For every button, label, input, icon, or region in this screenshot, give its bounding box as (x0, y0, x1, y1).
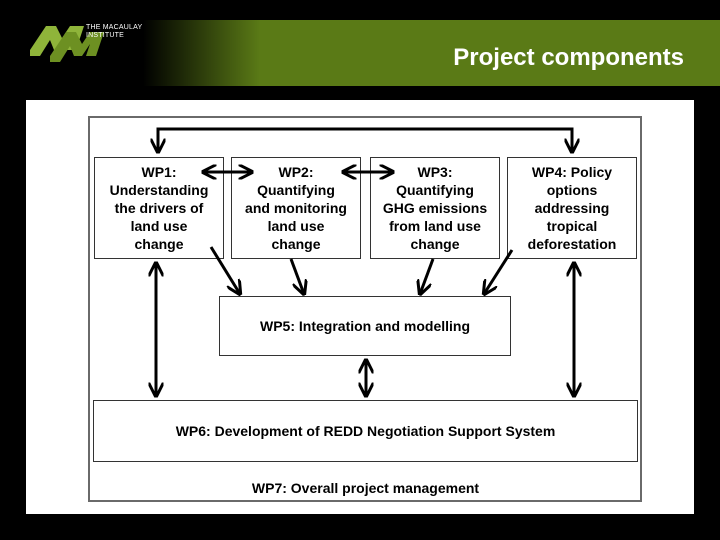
arrow-wp2-wp5 (289, 258, 304, 294)
wp6-box: WP6: Development of REDD Negotiation Sup… (93, 400, 638, 462)
wp5-box: WP5: Integration and modelling (219, 296, 511, 356)
wp1-box: WP1: Understanding the drivers of land u… (94, 157, 224, 259)
wp5-label: WP5: Integration and modelling (260, 318, 470, 334)
logo-line2: INSTITUTE (86, 32, 124, 39)
wp1-label: WP1: Understanding the drivers of land u… (109, 164, 209, 252)
wp4-label: WP4: Policy options addressing tropical … (527, 164, 617, 252)
wp3-label: WP3: Quantifying GHG emissions from land… (382, 164, 488, 252)
arrow-wp1-wp4 (158, 127, 572, 152)
logo-text: THE MACAULAY INSTITUTE (86, 24, 142, 40)
arrow-wp1-wp5 (209, 246, 240, 294)
arrow-wp3-wp5 (420, 258, 435, 294)
wp2-label: WP2: Quantifying and monitoring land use… (245, 164, 347, 252)
wp6-label: WP6: Development of REDD Negotiation Sup… (175, 423, 556, 439)
macaulay-logo-icon (30, 26, 104, 62)
arrow-wp4-wp5 (484, 249, 514, 294)
slide-title: Project components (453, 44, 684, 71)
wp4-box: WP4: Policy options addressing tropical … (507, 157, 637, 259)
logo-line1: THE MACAULAY (86, 24, 143, 31)
wp7-label: WP7: Overall project management (251, 480, 480, 496)
